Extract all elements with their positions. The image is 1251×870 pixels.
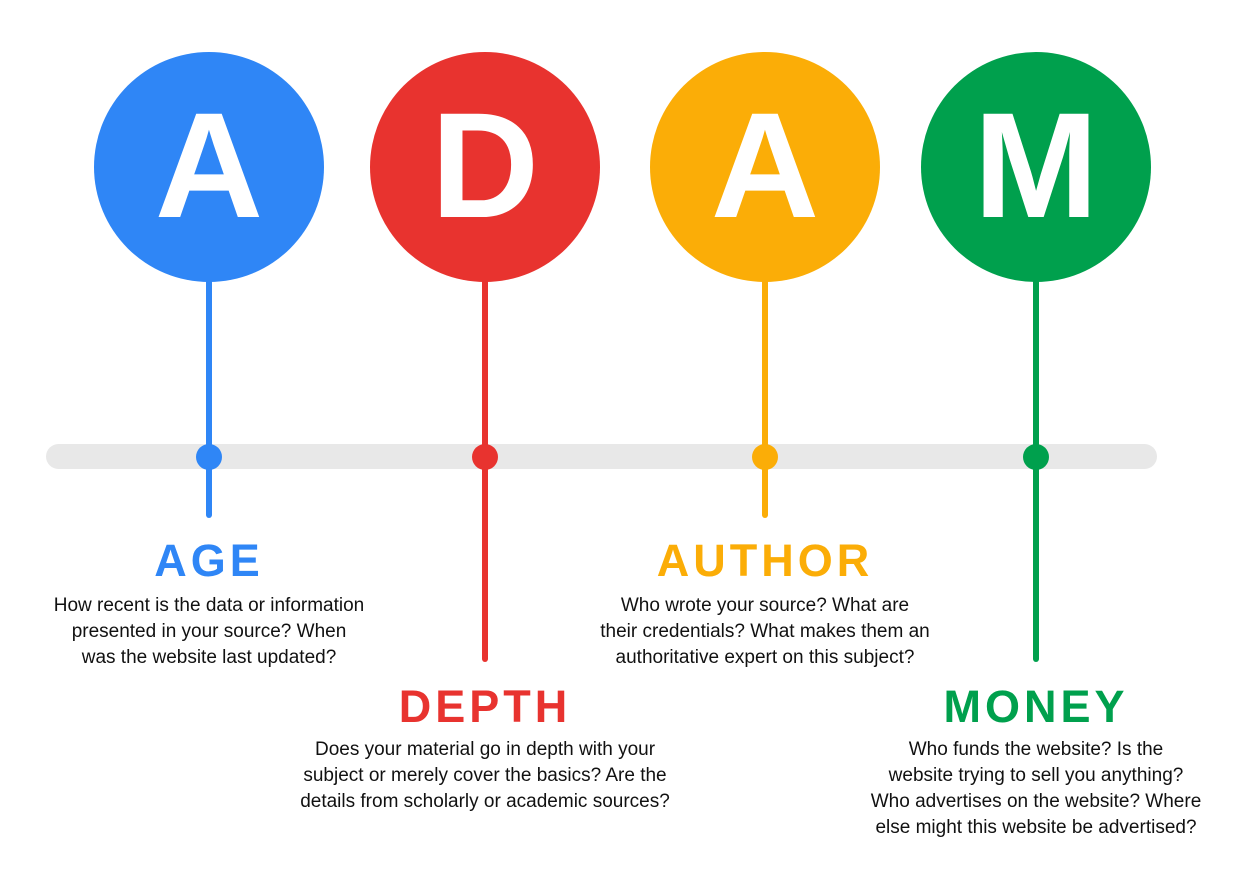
description-line: their credentials? What makes them an xyxy=(600,621,930,642)
stem-author xyxy=(762,276,768,518)
description-author: Who wrote your source? What are their cr… xyxy=(555,593,975,671)
circle-author: A xyxy=(650,52,880,282)
description-depth: Does your material go in depth with your… xyxy=(260,737,710,815)
description-line: subject or merely cover the basics? Are … xyxy=(303,765,667,786)
circle-letter-depth: D xyxy=(430,81,540,249)
title-age: AGE xyxy=(154,535,264,586)
title-author: AUTHOR xyxy=(656,535,874,586)
description-line: Who funds the website? Is the xyxy=(908,739,1164,760)
circle-money: M xyxy=(921,52,1151,282)
circle-letter-money: M xyxy=(973,81,1099,249)
title-depth: DEPTH xyxy=(398,681,572,732)
description-line: Who wrote your source? What are xyxy=(620,595,910,616)
description-line: Who advertises on the website? Where xyxy=(870,791,1202,812)
node-age xyxy=(196,444,222,470)
description-line: authoritative expert on this subject? xyxy=(615,647,915,668)
circle-age: A xyxy=(94,52,324,282)
description-line: presented in your source? When xyxy=(71,621,347,642)
circle-depth: D xyxy=(370,52,600,282)
node-money xyxy=(1023,444,1049,470)
description-age: How recent is the data or information pr… xyxy=(9,593,409,671)
circle-letter-age: A xyxy=(154,81,264,249)
stem-age xyxy=(206,276,212,518)
description-line: was the website last updated? xyxy=(81,647,337,668)
timeline-track xyxy=(46,444,1157,469)
description-line: details from scholarly or academic sourc… xyxy=(300,791,670,812)
description-line: else might this website be advertised? xyxy=(875,817,1197,838)
description-money: Who funds the website? Is the website tr… xyxy=(831,737,1241,841)
description-line: Does your material go in depth with your xyxy=(314,739,656,760)
description-line: website trying to sell you anything? xyxy=(888,765,1184,786)
node-depth xyxy=(472,444,498,470)
description-line: How recent is the data or information xyxy=(53,595,365,616)
node-author xyxy=(752,444,778,470)
circle-letter-author: A xyxy=(710,81,820,249)
title-money: MONEY xyxy=(943,681,1129,732)
